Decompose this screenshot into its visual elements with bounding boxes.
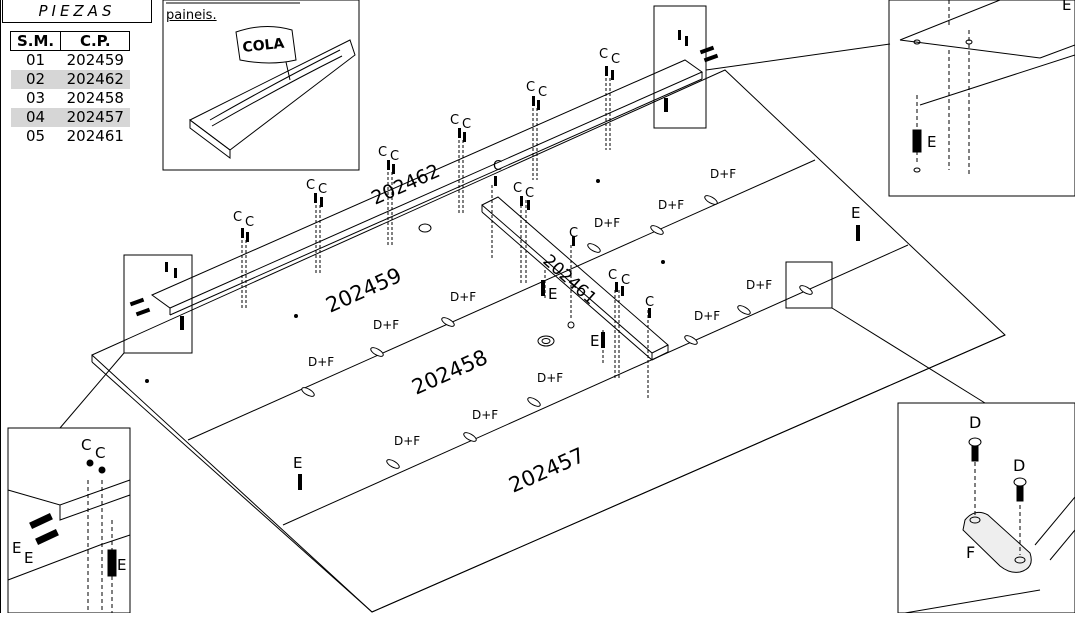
fitting-label-c: C [569, 226, 578, 241]
row-cp: 202462 [60, 70, 130, 89]
dowel-icon [107, 549, 117, 577]
fitting-label-c: C [525, 186, 534, 201]
fitting-label-df: D+F [694, 309, 720, 323]
detail-box-bottom-right [897, 402, 1075, 614]
row-sm: 03 [26, 89, 46, 107]
connector-plate-icon [962, 511, 1032, 573]
fitting-label-c: C [306, 178, 315, 193]
fitting-label-d: D [1013, 456, 1025, 475]
detail-box-top-right [888, 0, 1075, 197]
table-row: 04 202457 [10, 108, 130, 127]
table-row: 02 202462 [10, 70, 130, 89]
dowel-icon [912, 129, 922, 153]
fitting-label-c: C [526, 80, 535, 95]
fitting-label-e: E [117, 556, 126, 574]
table-row: 01 202459 [11, 51, 130, 71]
fitting-label-df: D+F [472, 408, 498, 422]
fitting-label-df: D+F [308, 355, 334, 369]
fitting-label-e: E [590, 332, 599, 350]
glue-bottle-icon [235, 26, 297, 64]
division-line [187, 159, 816, 441]
fitting-label-f: F [966, 543, 975, 562]
fitting-label-c: C [450, 113, 459, 128]
fitting-label-c: C [611, 52, 620, 67]
row-cp: 202461 [66, 127, 124, 145]
table-row: 03 202458 [11, 89, 130, 108]
table-row: 05 202461 [11, 127, 130, 146]
fitting-label-c: C [378, 145, 387, 160]
fitting-label-c: C [245, 215, 254, 230]
col-header-sm: S.M. [9, 31, 62, 51]
parts-list: S.M. C.P. 01 202459 02 202462 03 202458 … [9, 31, 131, 146]
row-sm: 01 [26, 51, 46, 69]
base-panel-outline [91, 69, 1006, 613]
row-cp: 202459 [66, 51, 124, 69]
fitting-label-d: D [969, 413, 981, 432]
fitting-label-c: C [233, 210, 242, 225]
fitting-label-c: C [95, 444, 105, 462]
fitting-label-e: E [24, 549, 33, 567]
fitting-label-e: E [12, 539, 21, 557]
fitting-label-df: D+F [450, 290, 476, 304]
row-cp: 202458 [66, 89, 124, 107]
fitting-label-e: E [851, 204, 860, 222]
fitting-label-c: C [318, 182, 327, 197]
fitting-label-df: D+F [537, 371, 563, 385]
fitting-label-c: C [81, 436, 91, 454]
callout-box-top-small [653, 5, 707, 129]
glue-inset-box [162, 0, 360, 171]
row-sm: 02 [10, 70, 61, 89]
fitting-label-df: D+F [594, 216, 620, 230]
fitting-label-e: E [293, 454, 302, 472]
parts-table-title: PIEZAS [2, 0, 152, 23]
row-sm: 05 [26, 127, 46, 145]
panel-label-202459: 202459 [322, 263, 405, 318]
fitting-label-c: C [621, 273, 630, 288]
cam-screws [165, 30, 860, 490]
callout-box-left-small [123, 254, 193, 354]
panel-label-202457: 202457 [505, 443, 588, 498]
callout-box-right-small [785, 261, 833, 309]
fitting-label-df: D+F [394, 434, 420, 448]
fitting-label-c: C [608, 268, 617, 283]
fitting-label-e: E [1062, 0, 1071, 14]
fitting-label-df: D+F [710, 167, 736, 181]
fitting-label-e: E [927, 133, 936, 151]
fitting-label-c: C [493, 159, 502, 174]
df-plates [301, 195, 813, 469]
row-cp: 202457 [60, 108, 130, 127]
fitting-label-e: E [548, 285, 557, 303]
row-sm: 04 [10, 108, 61, 127]
fitting-label-c: C [645, 295, 654, 310]
fitting-label-c: C [538, 85, 547, 100]
base-panel-thickness [371, 334, 1006, 613]
fitting-label-c: C [462, 117, 471, 132]
dowels-side [129, 45, 719, 317]
fitting-label-c: C [513, 181, 522, 196]
guide-lines [241, 78, 649, 400]
glue-note-text: paineis. [166, 8, 217, 23]
screw-icon [968, 437, 982, 462]
fitting-label-c: C [599, 47, 608, 62]
col-header-cp: C.P. [60, 31, 131, 51]
glue-label: COLA [242, 36, 286, 56]
panel-label-202458: 202458 [408, 345, 491, 400]
screw-icon [1013, 477, 1027, 502]
parts-table: PIEZAS S.M. C.P. 01 202459 02 202462 03 … [2, 0, 152, 146]
fitting-label-c: C [390, 149, 399, 164]
fitting-label-df: D+F [373, 318, 399, 332]
fitting-label-df: D+F [746, 278, 772, 292]
fitting-label-df: D+F [658, 198, 684, 212]
